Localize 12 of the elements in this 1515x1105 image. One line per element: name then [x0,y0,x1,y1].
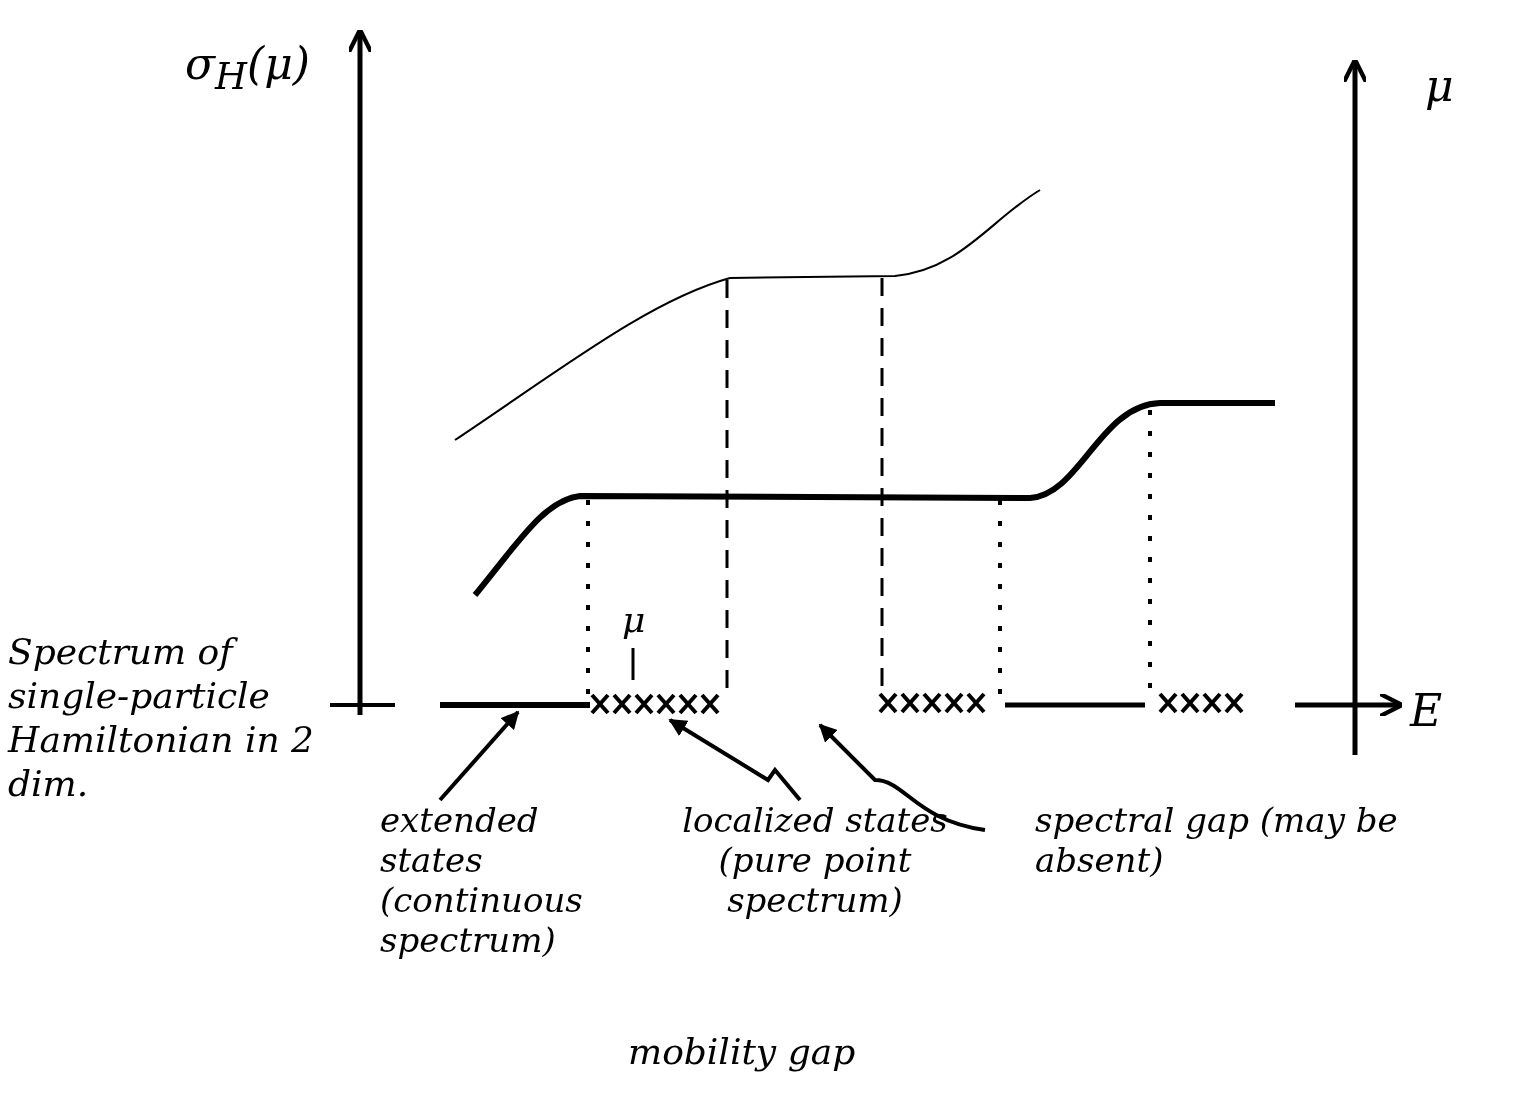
annotation-text: extended states (continuous spectrum) [380,800,640,960]
annotation-text: mobility gap [628,1030,856,1074]
annotation-text: localized states (pure point spectrum) [650,800,980,920]
leader-line [818,723,986,832]
caption-text: Spectrum of single-particle Hamiltonian in 2 dim. [8,630,315,806]
point-label: μ [622,598,646,642]
leader-line [668,718,802,802]
annotation-text: spectral gap (may be absent) [1035,800,1455,880]
leader-line [438,710,520,802]
axis-label: σ$_{H}$(μ) [185,38,310,100]
axis-label: μ [1425,60,1454,112]
axis-label: E [1410,685,1443,737]
